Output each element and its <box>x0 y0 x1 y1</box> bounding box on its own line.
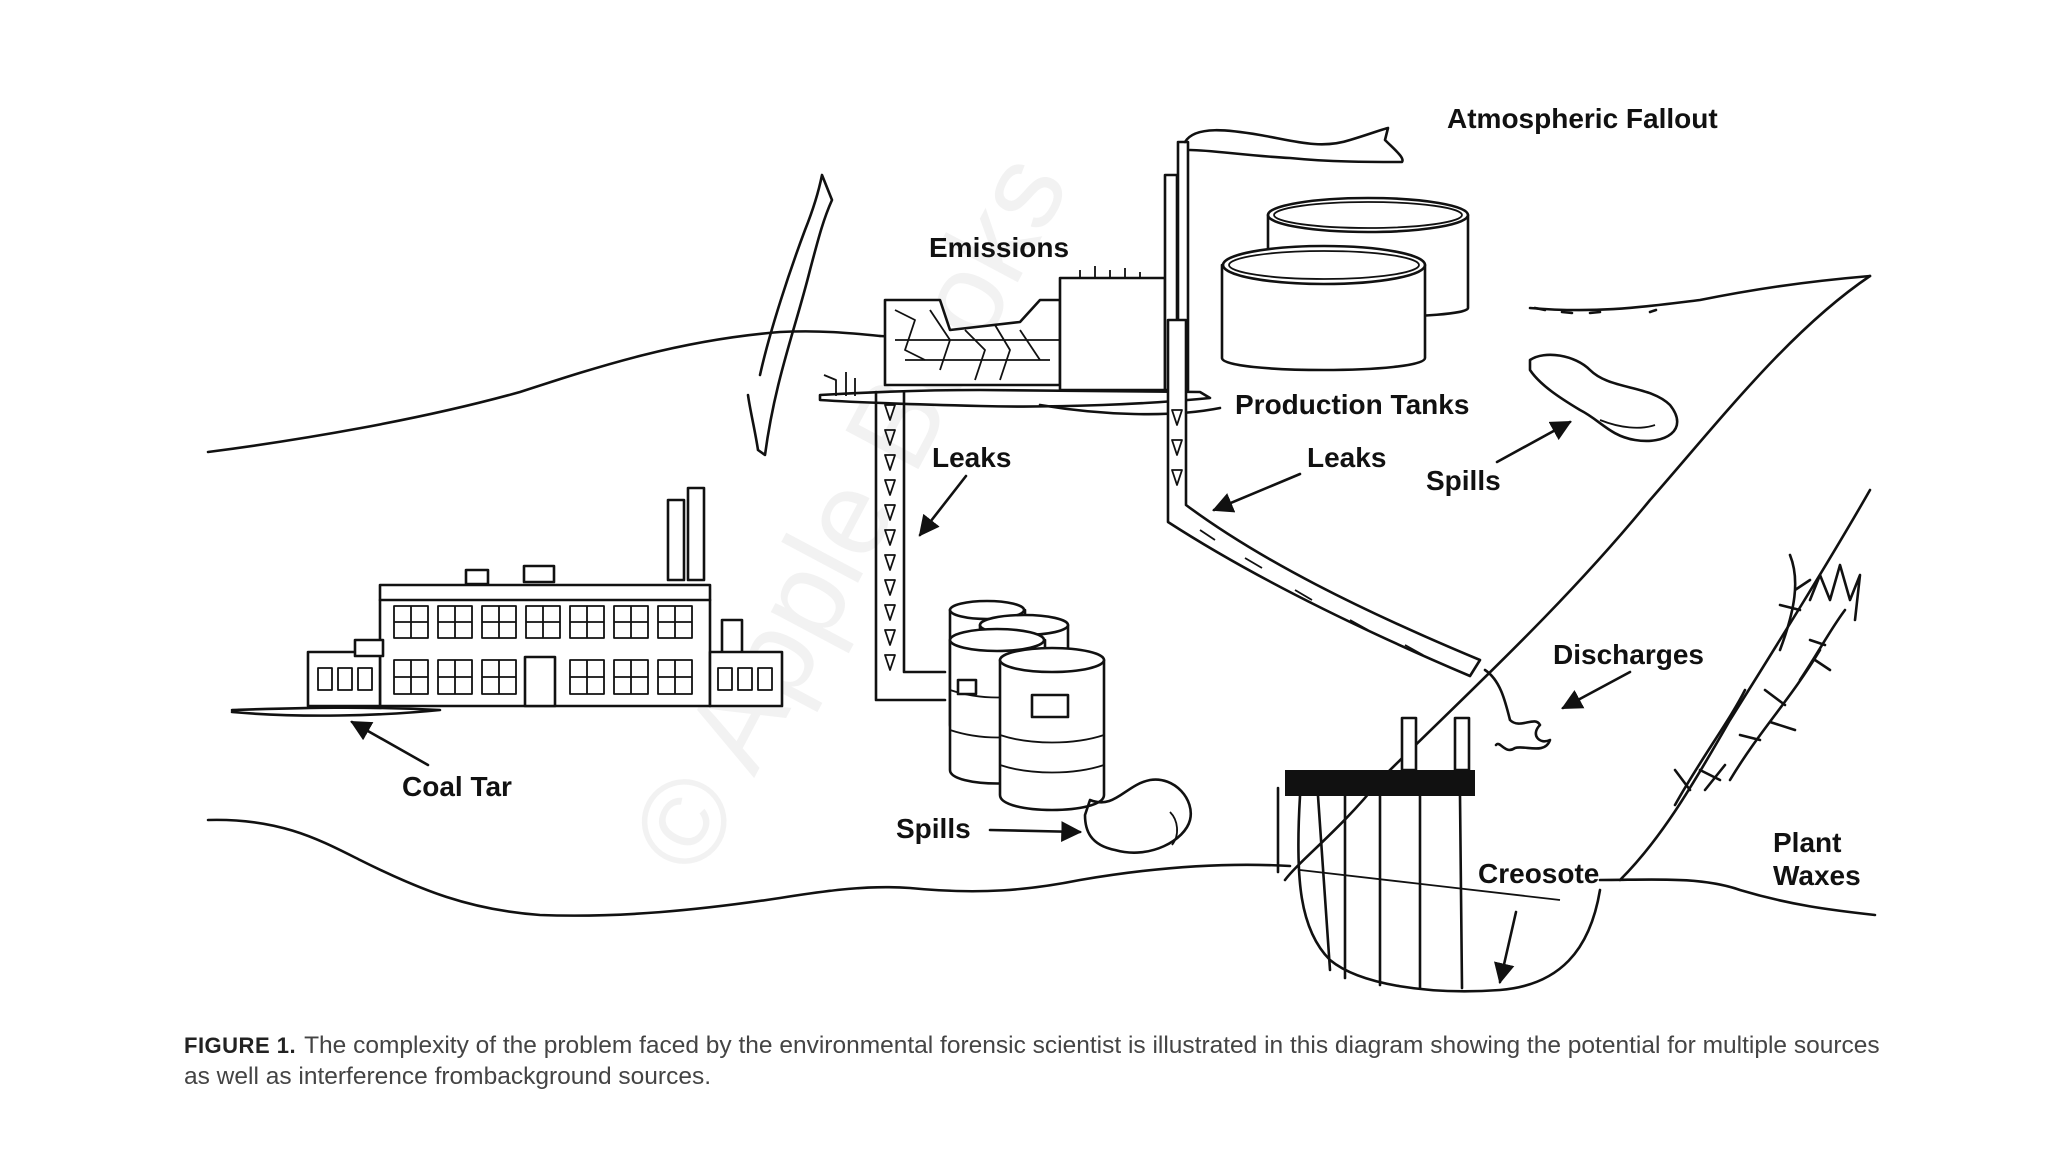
production-tanks <box>1220 196 1470 372</box>
leak-pipe-right <box>1166 318 1482 678</box>
caption-text: The complexity of the problem faced by t… <box>184 1032 1880 1090</box>
discharge-outfall <box>1400 668 1552 772</box>
figure-caption: FIGURE 1.The complexity of the problem f… <box>184 1030 1904 1092</box>
label-plant-waxes-line2: Waxes <box>1773 860 1861 891</box>
arrows <box>350 420 1632 985</box>
label-leaks-right: Leaks <box>1307 442 1386 473</box>
label-production-tanks: Production Tanks <box>1235 389 1469 420</box>
creosote-dock <box>1276 770 1602 993</box>
figure-number: FIGURE 1. <box>184 1033 297 1058</box>
coal-tar-factory <box>230 173 834 717</box>
plants <box>1673 553 1862 807</box>
label-coal-tar: Coal Tar <box>402 771 512 802</box>
label-atmospheric-fallout: Atmospheric Fallout <box>1447 103 1718 134</box>
factory-windows <box>317 605 773 708</box>
label-emissions: Emissions <box>929 232 1069 263</box>
label-spills-upper: Spills <box>1426 465 1501 496</box>
terrain <box>206 274 1877 917</box>
drums <box>948 599 1193 854</box>
label-creosote: Creosote <box>1478 858 1599 889</box>
label-leaks-left: Leaks <box>932 442 1011 473</box>
label-discharges: Discharges <box>1553 639 1704 670</box>
upper-spill <box>1528 353 1679 443</box>
label-plant-waxes-line1: Plant <box>1773 827 1841 858</box>
leak-pipe-left <box>874 390 947 702</box>
label-spills-lower: Spills <box>896 813 971 844</box>
